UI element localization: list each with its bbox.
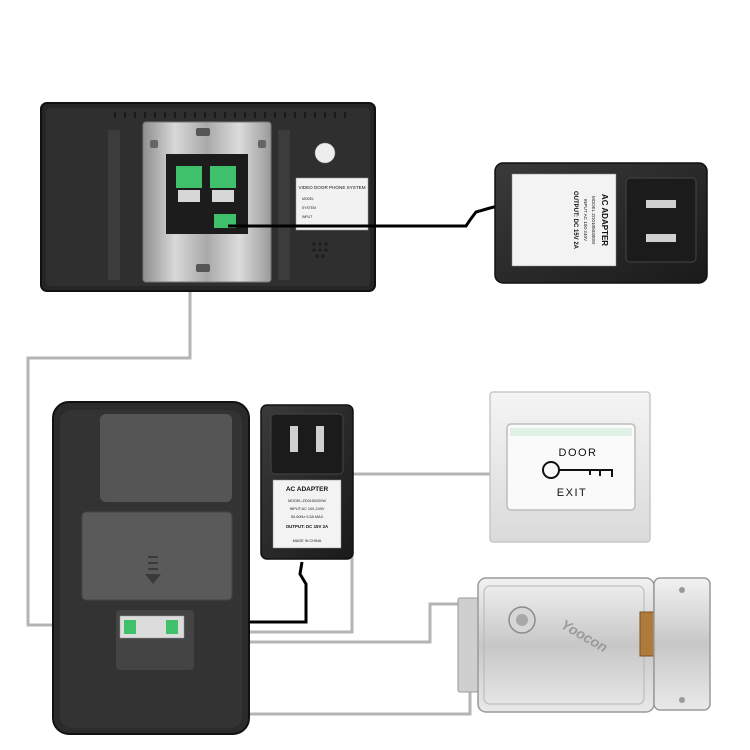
monitor-label-row-model: MODEL [302,197,314,201]
exit-button-exit-text: EXIT [557,487,587,499]
arrow-down-icon [145,556,161,584]
exit-button-door-text: DOOR [559,447,598,459]
lock-body [477,577,655,713]
small-adapter-line-output: OUTPUT: DC 15V 2A [286,524,329,529]
small-adapter-plug-recess [270,413,344,475]
small-adapter-prong-left [290,426,298,452]
large-adapter-plug-recess [625,177,697,263]
door-exit-button: DOOR EXIT [489,391,651,543]
small-adapter-line-model: MODEL:ZD0150200W [288,499,326,503]
outdoor-top-cavity [100,414,232,502]
small-adapter-prong-right [316,426,324,452]
black-wires [180,204,499,624]
electric-lock: Yoocon [457,577,711,713]
wire-outdoor-to-small-adapter [180,561,308,624]
speaker-grille [312,242,328,258]
monitor-vents [114,112,346,118]
large-adapter-line4: OUTPUT: DC 15V 2A [572,191,578,250]
indoor-monitor: VIDEO DOOR PHONE SYSTEM MODEL SYSTEM INP… [40,102,376,292]
key-icon [542,461,613,479]
large-adapter-label [511,173,617,267]
outdoor-unit [52,401,250,735]
large-adapter-line2: MODEL ZD01050300W [591,196,596,245]
monitor-label-panel [295,177,369,231]
wire-monitor-to-large-adapter [228,204,499,228]
large-adapter-line3: INPUT AC 100-240V [583,199,588,242]
large-ac-adapter: AC ADAPTER MODEL ZD01050300W INPUT AC 10… [494,162,708,284]
monitor-label-row-input: INPUT [302,215,312,219]
small-adapter-label [272,479,342,549]
lock-front-plate [653,577,711,711]
monitor-label-row-system: SYSTEM [302,206,316,210]
exit-button-face [506,423,636,511]
small-ac-adapter: AC ADAPTER MODEL:ZD0150200W INPUT:AC 100… [260,404,354,560]
small-adapter-line-freq: 50-60Hz 0.5A MAX [291,515,324,519]
small-adapter-line-input: INPUT:AC 100-240V [290,507,325,511]
monitor-label-title: VIDEO DOOR PHONE SYSTEM [298,185,365,190]
large-adapter-prong-top [646,200,676,208]
small-adapter-title: AC ADAPTER [286,486,329,493]
large-adapter-line1: AC ADAPTER [600,194,609,246]
small-adapter-line-origin: MADE IN CHINA [293,539,322,543]
large-adapter-prong-bottom [646,234,676,242]
ce-sticker [314,142,336,164]
